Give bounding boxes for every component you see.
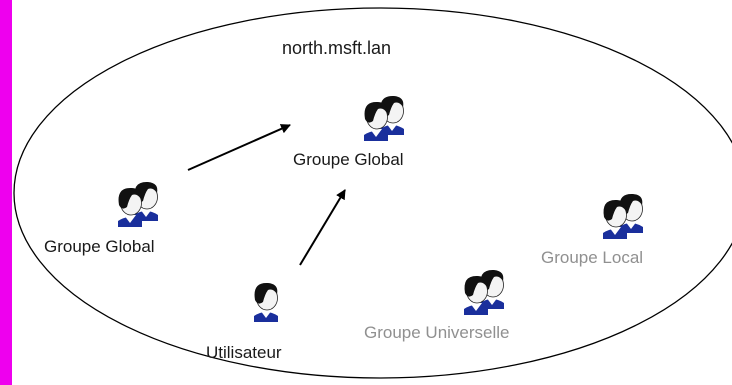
arrow-global-to-global: [187, 124, 291, 171]
group-global-left-label: Groupe Global: [44, 237, 155, 256]
group-people-icon: [118, 182, 158, 227]
user-label: Utilisateur: [206, 343, 282, 362]
arrow-user-to-global: [299, 189, 346, 266]
group-universal-label: Groupe Universelle: [364, 323, 510, 342]
user-person-icon: [253, 282, 279, 323]
group-people-icon: [464, 270, 504, 315]
domain-name-label: north.msft.lan: [282, 38, 392, 58]
group-local-label: Groupe Local: [541, 248, 644, 267]
domain-boundary: [13, 7, 732, 379]
left-accent-bar: [0, 0, 12, 385]
group-people-icon: [364, 96, 404, 141]
group-people-icon: [603, 194, 643, 239]
group-global-top-label: Groupe Global: [293, 150, 404, 169]
